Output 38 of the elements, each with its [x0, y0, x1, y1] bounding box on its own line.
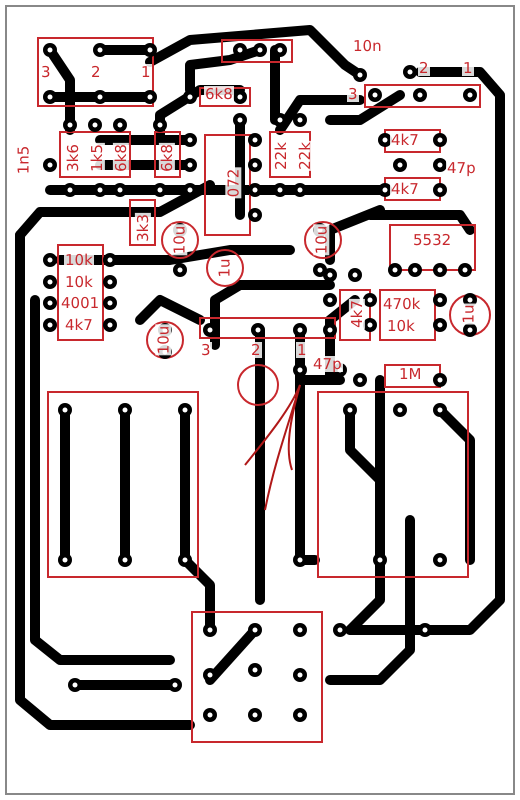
component-label: 10n [352, 38, 383, 54]
component-label: 3k6 [64, 143, 81, 173]
component-label: 4k7 [390, 181, 420, 197]
component-label: 3 [200, 342, 212, 358]
component-label: 6k8 [158, 143, 175, 173]
component-label: 1k5 [88, 143, 105, 173]
component-label: 3 [40, 64, 52, 80]
component-label: 3k3 [134, 213, 151, 243]
component-label: 1u [460, 303, 477, 325]
component-label: 2 [250, 342, 262, 358]
component-label: 1 [140, 64, 152, 80]
component-label: 4001 [60, 295, 100, 311]
component-label: 22k [272, 141, 289, 171]
component-label: 3 [347, 86, 359, 102]
component-label: 1u [216, 257, 233, 279]
component-label: 10u [171, 224, 188, 256]
component-label: 1M [398, 366, 422, 382]
component-label: 4k7 [390, 132, 420, 148]
component-label: 2 [418, 60, 430, 76]
component-label: 1n5 [15, 144, 32, 176]
component-label: 072 [225, 168, 242, 198]
component-label: 10u [155, 324, 172, 356]
component-label: 10k [386, 318, 416, 334]
component-label: 47p [312, 356, 343, 372]
component-label: 22k [296, 141, 313, 171]
component-label: 2 [90, 64, 102, 80]
component-label: 10k [64, 274, 94, 290]
component-label: 1 [296, 342, 308, 358]
component-label: 10k [64, 252, 94, 268]
component-label: 4k7 [348, 299, 365, 329]
component-label: 47p [446, 160, 477, 176]
component-label: 5532 [412, 232, 452, 248]
component-label: 10u [313, 224, 330, 256]
component-label: 6k8 [112, 143, 129, 173]
component-label: 470k [382, 296, 422, 312]
component-label: 6k8 [204, 86, 234, 102]
component-label: 4k7 [64, 317, 94, 333]
component-label: 1 [462, 60, 474, 76]
